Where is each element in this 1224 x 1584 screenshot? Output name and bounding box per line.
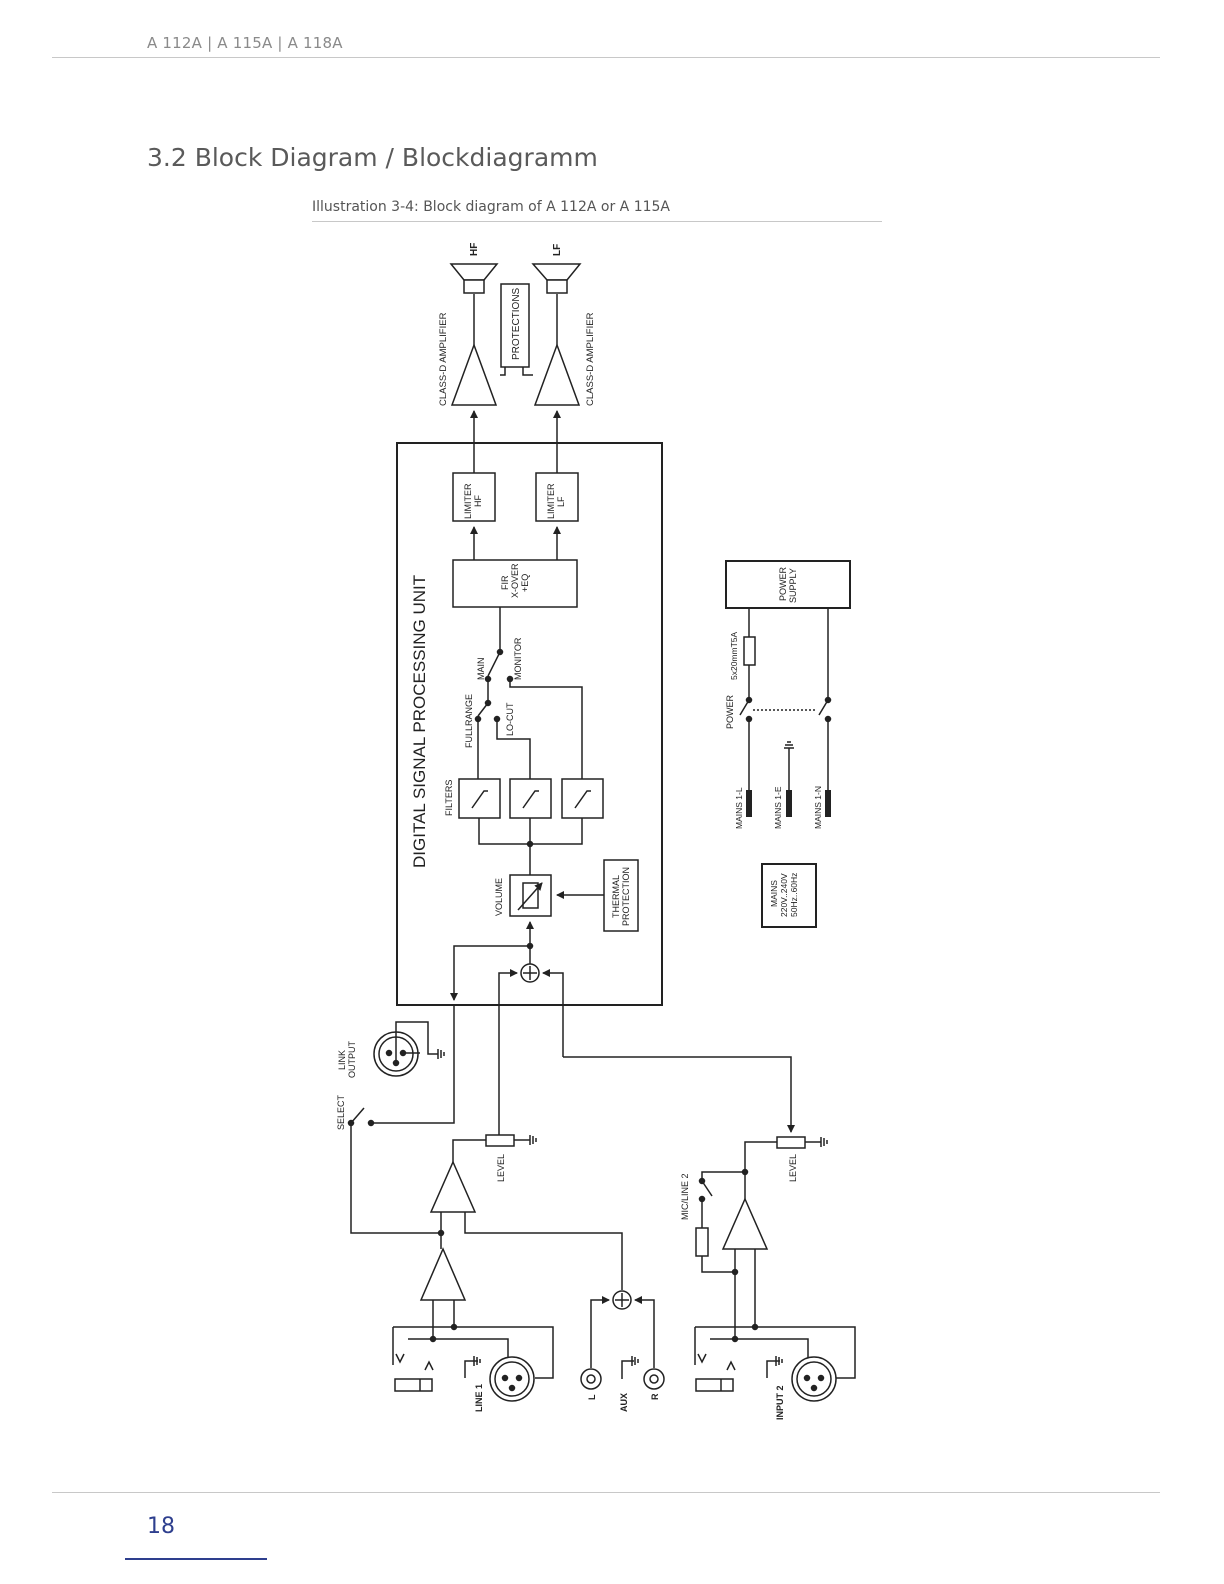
- power-supply-label: POWERSUPPLY: [778, 566, 798, 603]
- switch-locut-label: LO-CUT: [505, 702, 515, 736]
- power-supply-block: [725, 560, 851, 609]
- mains-n-terminal: [825, 790, 831, 817]
- switch-monitor-label: MONITOR: [513, 637, 523, 680]
- limiter-hf-line1: LIMITER: [463, 483, 473, 519]
- power-switch-label: POWER: [725, 694, 735, 729]
- lf-speaker-icon: [531, 263, 582, 294]
- aux-r-rca-icon: [643, 1368, 665, 1390]
- level-1-pot: [485, 1134, 515, 1147]
- line1-label: LINE 1: [474, 1384, 484, 1412]
- input2-jack-icon: [695, 1378, 734, 1392]
- thermal-protection-label: THERMALPROTECTION: [611, 867, 631, 926]
- hf-speaker-label: HF: [469, 243, 480, 256]
- fir-line1: FIR: [500, 575, 510, 590]
- link-output-line2: OUTPUT: [347, 1041, 357, 1079]
- fuse-label: 5x20mmT5A: [729, 631, 739, 680]
- link-output-line1: LINK: [337, 1050, 347, 1070]
- input2-label: INPUT 2: [775, 1385, 785, 1420]
- running-header: A 112A | A 115A | A 118A: [147, 34, 343, 52]
- input2-xlr-icon: [766, 1356, 837, 1402]
- fir-xover-eq-label: FIRX-OVER+EQ: [500, 563, 530, 598]
- page-number-underline: [125, 1558, 267, 1560]
- section-title: 3.2 Block Diagram / Blockdiagramm: [147, 143, 598, 172]
- dsp-unit-label: DIGITAL SIGNAL PROCESSING UNIT: [410, 575, 429, 868]
- fuse-icon: [743, 636, 756, 666]
- hf-amplifier-icon: [450, 342, 498, 406]
- fir-line3: +EQ: [520, 574, 530, 592]
- line1-amplifier-1-icon: [419, 1247, 467, 1301]
- protections-block: [500, 283, 530, 368]
- limiter-hf-block: [452, 472, 496, 522]
- level-1-label: LEVEL: [496, 1154, 506, 1182]
- mains-spec-line3: 50Hz..60Hz: [789, 873, 799, 917]
- link-output-xlr-icon: [373, 1021, 445, 1077]
- mains-spec-line2: 220V..240V: [779, 873, 789, 917]
- mains-l-terminal: [746, 790, 752, 817]
- fir-line2: X-OVER: [510, 563, 520, 598]
- mic-line-2-resistor: [695, 1227, 709, 1257]
- limiter-lf-label: LIMITERLF: [546, 483, 566, 519]
- mains-spec-box: [761, 863, 817, 928]
- mic-line-2-label: MIC/LINE 2: [680, 1173, 690, 1220]
- mains-e-terminal: [786, 790, 792, 817]
- mains-e-label: MAINS 1-E: [773, 786, 783, 829]
- thermal-line2: PROTECTION: [621, 867, 631, 926]
- lf-speaker-label: LF: [552, 244, 563, 256]
- limiter-hf-line2: HF: [473, 495, 483, 507]
- mains-l-label: MAINS 1-L: [734, 787, 744, 829]
- figure-caption: Illustration 3-4: Block diagram of A 112…: [312, 199, 670, 215]
- line1-xlr-icon: [464, 1356, 535, 1402]
- link-output-label: LINKOUTPUT: [337, 1041, 357, 1079]
- lf-amplifier-label: CLASS-D AMPLIFIER: [585, 312, 596, 406]
- header-rule: [52, 57, 1160, 58]
- hf-speaker-icon: [449, 263, 499, 294]
- caption-rule: [312, 221, 882, 222]
- select-label: SELECT: [336, 1094, 346, 1130]
- line1-amplifier-2-icon: [429, 1160, 477, 1213]
- page-number: 18: [147, 1514, 175, 1539]
- aux-label: AUX: [619, 1393, 629, 1412]
- limiter-lf-block: [535, 472, 579, 522]
- switch-main-label: MAIN: [476, 658, 486, 681]
- level-2-label: LEVEL: [788, 1154, 798, 1182]
- aux-r-label: R: [650, 1393, 660, 1400]
- filters-label: FILTERS: [444, 780, 454, 816]
- line1-jack-icon: [394, 1378, 433, 1392]
- power-supply-line1: POWER: [778, 566, 788, 601]
- limiter-hf-label: LIMITERHF: [463, 483, 483, 519]
- thermal-protection-block: [603, 859, 639, 932]
- level-2-pot: [776, 1136, 806, 1149]
- hf-amplifier-label: CLASS-D AMPLIFIER: [438, 312, 449, 406]
- aux-l-rca-icon: [580, 1368, 602, 1390]
- lf-amplifier-icon: [533, 342, 581, 406]
- switch-fullrange-label: FULLRANGE: [464, 694, 474, 748]
- power-supply-line2: SUPPLY: [788, 568, 798, 603]
- mains-spec-line1: MAINS: [769, 880, 779, 907]
- fir-xover-eq-block: [452, 559, 578, 608]
- aux-l-label: L: [587, 1394, 597, 1400]
- protections-label: PROTECTIONS: [511, 287, 522, 360]
- limiter-lf-line2: LF: [556, 496, 566, 507]
- input2-amplifier-icon: [721, 1197, 769, 1250]
- mains-n-label: MAINS 1-N: [813, 786, 823, 829]
- limiter-lf-line1: LIMITER: [546, 483, 556, 519]
- dsp-unit-block: [396, 442, 663, 1006]
- thermal-line1: THERMAL: [611, 875, 621, 918]
- footer-rule: [52, 1492, 1160, 1493]
- mains-spec-label: MAINS220V..240V50Hz..60Hz: [769, 873, 799, 917]
- volume-label: VOLUME: [494, 878, 504, 916]
